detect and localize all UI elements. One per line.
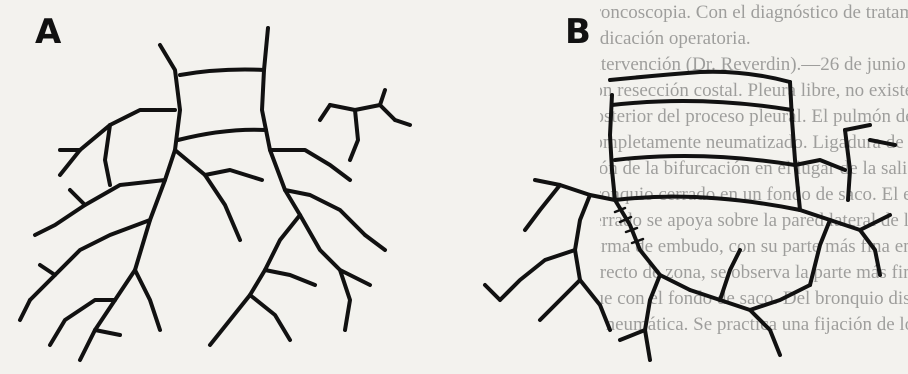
figure-label-a: A [35, 12, 61, 52]
figure-label-b: B [565, 12, 591, 52]
